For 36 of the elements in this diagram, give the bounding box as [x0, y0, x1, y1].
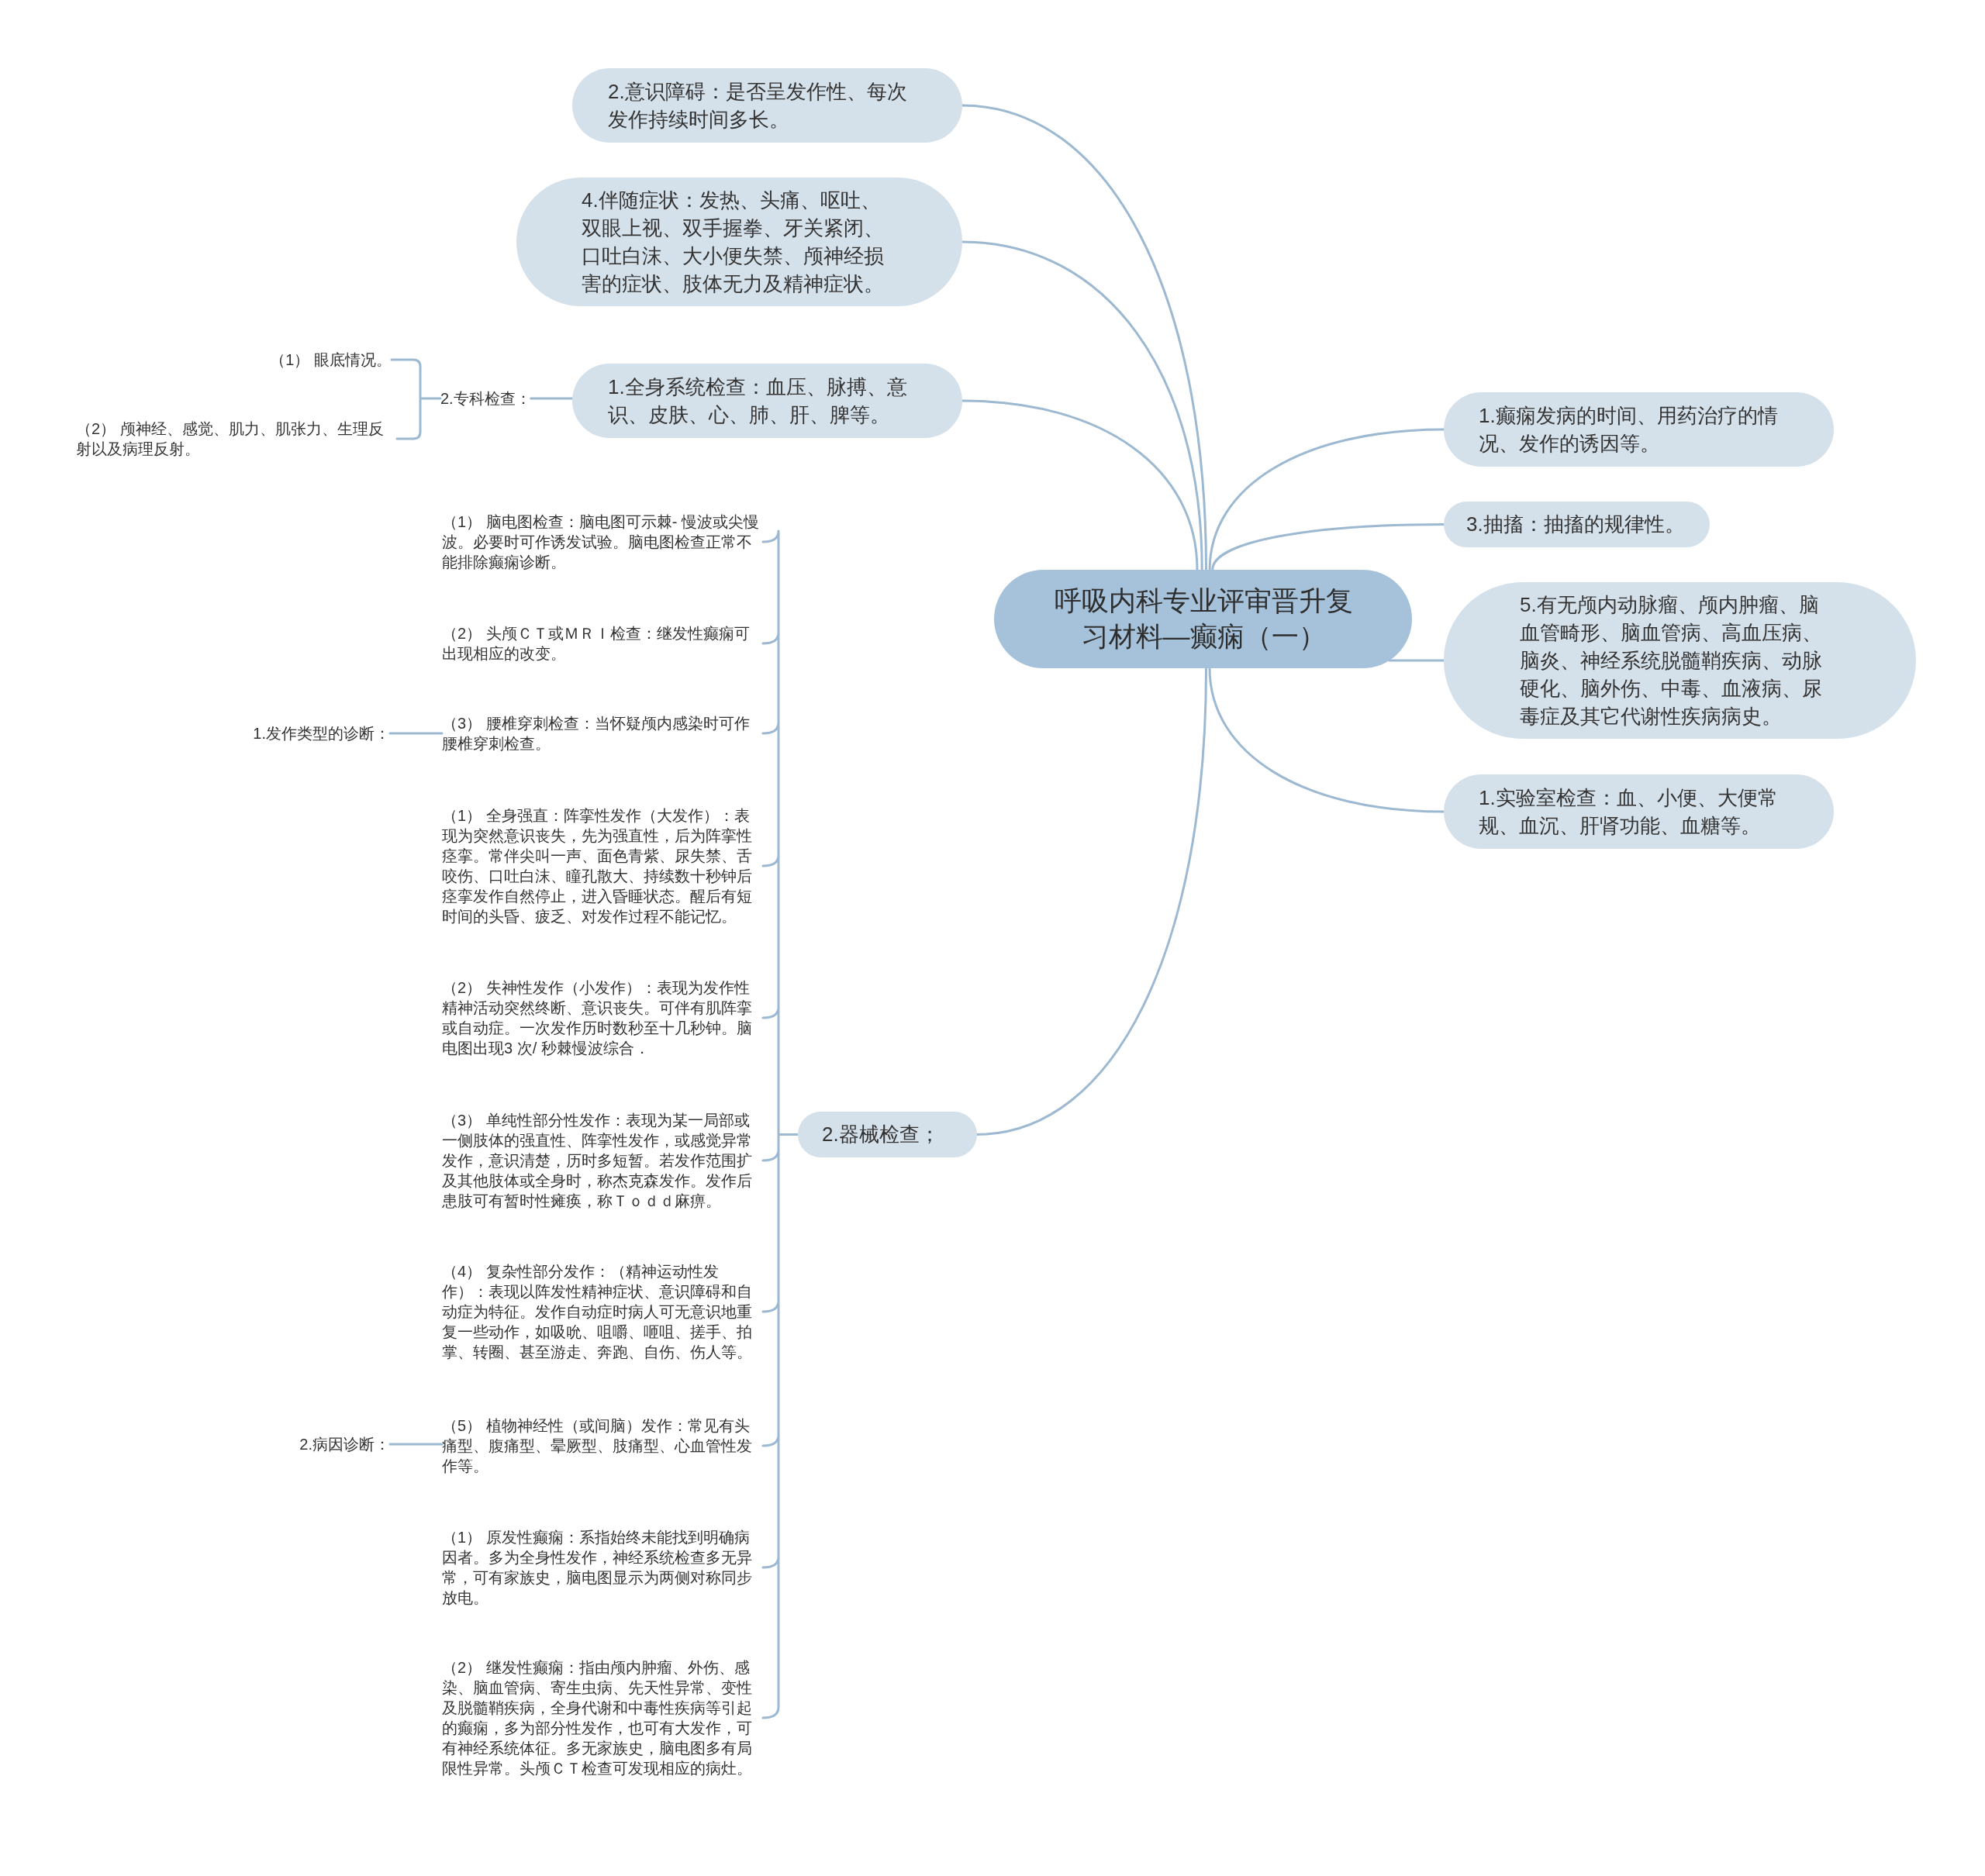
- subtopic-text: （5） 植物神经性（或间脑）发作：常见有头痛型、腹痛型、晕厥型、肢痛型、心血管性发作等。: [442, 1416, 763, 1476]
- topic-bubble: 3.抽搐：抽搐的规律性。: [1444, 502, 1710, 547]
- connector-line: [530, 397, 574, 400]
- subtopic-text: （3） 单纯性部分性发作：表现为某一局部或一侧肢体的强直性、阵挛性发作，或感觉异常发作，意识清楚，历时多短暂。若发作范围扩及其他肢体或全身时，称杰克森发作。发作后患肢可有暂时性瘫痪，称Ｔｏｄｄ麻痹。: [442, 1110, 763, 1211]
- connector-line: [961, 104, 1207, 571]
- topic-bubble: 1.癫痫发病的时间、用药治疗的情况、发作的诱因等。: [1444, 392, 1834, 467]
- topic-bubble: 5.有无颅内动脉瘤、颅内肿瘤、脑血管畸形、脑血管病、高血压病、脑炎、神经系统脱髓鞘疾病、动脉硬化、脑外伤、中毒、血液病、尿毒症及其它代谢性疾病病史。: [1444, 582, 1916, 739]
- connector-line: [961, 240, 1203, 571]
- connector-line: [975, 667, 1207, 1136]
- subtopic-text: （2） 失神性发作（小发作）：表现为发作性精神活动突然终断、意识丧失。可伴有肌阵挛或自动症。一次发作历时数秒至十几秒钟。脑电图出现3 次/ 秒棘慢波综合．: [442, 978, 763, 1058]
- subtopic-label: 1.发作类型的诊断：: [253, 723, 390, 743]
- subtopic-text: （1） 原发性癫痫：系指始终未能找到明确病因者。多为全身性发作，神经系统检查多无异常，可有家族史，脑电图显示为两侧对称同步放电。: [442, 1527, 763, 1608]
- topic-bubble: 2.器械检查；: [798, 1112, 977, 1157]
- subtopic-text: （2） 颅神经、感觉、肌力、肌张力、生理反射以及病理反射。: [76, 419, 397, 459]
- subtopic-text: （1） 全身强直：阵挛性发作（大发作）：表现为突然意识丧失，先为强直性，后为阵挛性痉挛。常伴尖叫一声、面色青紫、尿失禁、舌咬伤、口吐白沫、瞳孔散大、持续数十秒钟后痉挛发作自然停止，进入昏睡状态。醒后有短时间的头昏、疲乏、对发作过程不能记忆。: [442, 805, 763, 926]
- subtopic-text: （1） 脑电图检查：脑电图可示棘- 慢波或尖慢波。必要时可作诱发试验。脑电图检查正常不能排除癫痫诊断。: [442, 512, 763, 572]
- connector-line: [761, 529, 799, 1719]
- connector-line: [1208, 428, 1445, 571]
- connector-line: [1388, 659, 1445, 662]
- subtopic-label: 2.专科检查：: [440, 388, 531, 409]
- connector-line: [961, 399, 1199, 571]
- subtopic-text: （4） 复杂性部分发作：（精神运动性发作）：表现以阵发性精神症状、意识障碍和自动症为特征。发作自动症时病人可无意识地重复一些动作，如吸吮、咀嚼、咂咀、搓手、拍掌、转圈、甚至游走、奔跑、自伤、伤人等。: [442, 1261, 763, 1362]
- connector-line: [388, 1443, 444, 1446]
- subtopic-label: 2.病因诊断：: [299, 1434, 390, 1454]
- connector-line: [388, 732, 444, 735]
- subtopic-label: （1） 眼底情况。: [270, 350, 392, 370]
- topic-bubble: 1.全身系统检查：血压、脉搏、意识、皮肤、心、肺、肝、脾等。: [572, 364, 962, 438]
- topic-bubble: 1.实验室检查：血、小便、大便常规、血沉、肝肾功能、血糖等。: [1444, 774, 1834, 849]
- topic-bubble: 4.伴随症状：发热、头痛、呕吐、双眼上视、双手握拳、牙关紧闭、口吐白沫、大小便失禁、颅神经损害的症状、肢体无力及精神症状。: [516, 178, 962, 306]
- subtopic-text: （3） 腰椎穿刺检查：当怀疑颅内感染时可作腰椎穿刺检查。: [442, 713, 763, 754]
- connector-line: [1211, 523, 1445, 571]
- central-topic: 呼吸内科专业评审晋升复习材料—癫痫（一）: [994, 570, 1412, 668]
- subtopic-text: （2） 继发性癫痫：指由颅内肿瘤、外伤、感染、脑血管病、寄生虫病、先天性异常、变性及脱髓鞘疾病，全身代谢和中毒性疾病等引起的癫痫，多为部分性发作，也可有大发作，可有神经系统体征。多无家族史，脑电图多有局限性异常。头颅ＣＴ检查可发现相应的病灶。: [442, 1657, 763, 1778]
- connector-line: [1208, 667, 1445, 813]
- topic-bubble: 2.意识障碍：是否呈发作性、每次发作持续时间多长。: [572, 68, 962, 143]
- subtopic-text: （2） 头颅ＣＴ或ＭＲＩ检查：继发性癫痫可出现相应的改变。: [442, 623, 763, 664]
